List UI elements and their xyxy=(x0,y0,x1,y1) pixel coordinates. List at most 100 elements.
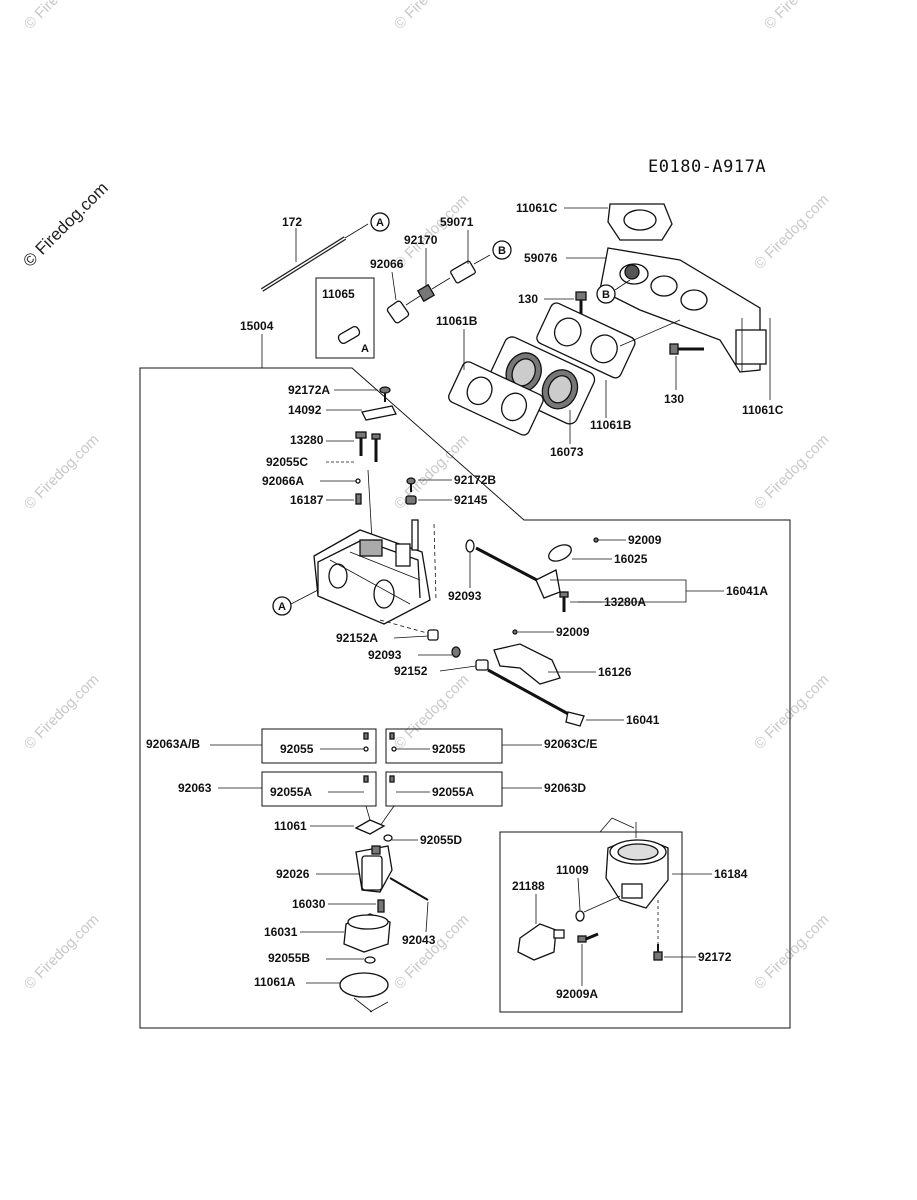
label-172: 172 xyxy=(282,215,302,229)
screw-92172 xyxy=(653,900,663,961)
label-11065: 11065 xyxy=(322,287,355,301)
label-92172a: 92172A xyxy=(288,383,330,397)
ref-marker-a-label: A xyxy=(376,217,384,229)
float-bowl-16184 xyxy=(599,817,669,909)
watermark: © Firedog.com xyxy=(21,0,103,33)
label-13280a: 13280A xyxy=(604,595,646,609)
ref-marker-b-label: B xyxy=(498,245,506,257)
label-92172: 92172 xyxy=(698,950,732,964)
kit-box-11065 xyxy=(315,277,375,359)
ref-marker-a-carb-label: A xyxy=(278,601,286,613)
float-valve-92026 xyxy=(355,845,429,901)
label-92063d: 92063D xyxy=(544,781,586,795)
jet-16030 xyxy=(377,899,385,913)
screw-92172a xyxy=(379,386,391,402)
bushing-92152a xyxy=(427,629,439,641)
label-13280: 13280 xyxy=(290,433,324,447)
label-11061a: 11061A xyxy=(254,975,296,989)
watermark: © Firedog.com xyxy=(751,191,833,273)
label-92055c: 92055C xyxy=(266,455,308,469)
screw-13280a xyxy=(559,591,569,612)
label-16031: 16031 xyxy=(264,925,298,939)
oring-11009 xyxy=(575,910,585,922)
watermark: © Firedog.com xyxy=(751,911,833,993)
label-21188: 21188 xyxy=(512,879,545,893)
label-130-right: 130 xyxy=(664,392,684,406)
label-92055b: 92055B xyxy=(268,951,310,965)
label-15004: 15004 xyxy=(240,319,274,333)
seal-92093-top xyxy=(465,539,475,553)
watermark: © Firedog.com xyxy=(391,911,473,993)
watermark: © Firedog.com xyxy=(761,0,843,33)
watermark: © Firedog.com xyxy=(391,671,473,753)
plate-14092 xyxy=(361,405,397,421)
solenoid-21188 xyxy=(517,923,565,961)
assembly-frame-15004 xyxy=(139,367,791,1029)
watermark: © Firedog.com xyxy=(21,431,103,513)
label-92152a: 92152A xyxy=(336,631,378,645)
label-11061b-left: 11061B xyxy=(436,314,478,328)
label-92063ab: 92063A/B xyxy=(146,737,200,751)
label-11061c-top: 11061C xyxy=(516,201,558,215)
jet-box-92063 xyxy=(261,771,377,807)
label-14092: 14092 xyxy=(288,403,322,417)
label-16030: 16030 xyxy=(292,897,326,911)
label-92170: 92170 xyxy=(404,233,438,247)
label-11061c-right: 11061C xyxy=(742,403,784,417)
label-92063ce: 92063C/E xyxy=(544,737,597,751)
ref-marker-a-carb xyxy=(272,596,292,616)
label-59076: 59076 xyxy=(524,251,558,265)
oring-92055b xyxy=(364,956,376,964)
label-92172b: 92172B xyxy=(454,473,496,487)
watermark: © Firedog.com xyxy=(751,671,833,753)
screw-92172b xyxy=(406,477,416,492)
label-92043: 92043 xyxy=(402,933,436,947)
gasket-11061a xyxy=(339,972,389,998)
watermark: © Firedog.com xyxy=(21,911,103,993)
label-59071: 59071 xyxy=(440,215,474,229)
ref-marker-a xyxy=(370,212,390,232)
label-92066a: 92066A xyxy=(262,474,304,488)
gasket-11061 xyxy=(354,819,386,835)
jet-box-92063ce xyxy=(385,728,503,764)
ref-marker-b-manifold xyxy=(596,284,616,304)
valve-assembly xyxy=(386,254,491,324)
watermark: © Firedog.com xyxy=(751,431,833,513)
box-marker-a: A xyxy=(361,343,369,355)
watermark-main: © Firedog.com xyxy=(19,178,111,270)
label-16041a: 16041A xyxy=(726,584,768,598)
ref-marker-b-manifold-label: B xyxy=(602,289,610,301)
float-16031 xyxy=(343,913,391,953)
label-92055a-box2: 92055A xyxy=(432,785,474,799)
label-92009-b: 92009 xyxy=(556,625,590,639)
label-16073: 16073 xyxy=(550,445,584,459)
label-92055-box1: 92055 xyxy=(280,742,314,756)
bolt-130-right xyxy=(669,343,704,355)
label-16025: 16025 xyxy=(614,552,648,566)
label-92145: 92145 xyxy=(454,493,488,507)
diagram-code: E0180-A917A xyxy=(648,157,766,177)
label-92063: 92063 xyxy=(178,781,212,795)
screw-92009a xyxy=(577,932,599,943)
bushing-92152 xyxy=(475,659,489,671)
label-92152: 92152 xyxy=(394,664,428,678)
label-16184: 16184 xyxy=(714,867,748,881)
label-16041: 16041 xyxy=(626,713,660,727)
rod-172 xyxy=(260,223,369,292)
seal-92093-bottom xyxy=(451,646,461,658)
label-11009: 11009 xyxy=(556,863,589,877)
label-16187: 16187 xyxy=(290,493,324,507)
plate-16126 xyxy=(493,643,561,685)
watermark: © Firedog.com xyxy=(21,671,103,753)
gasket-11061b-left xyxy=(448,361,544,436)
bowl-assembly-box xyxy=(499,831,683,1013)
ref-marker-b xyxy=(492,240,512,260)
label-130-left: 130 xyxy=(518,292,538,306)
jet-box-92063d xyxy=(385,771,503,807)
label-92009a: 92009A xyxy=(556,987,598,1001)
label-92026: 92026 xyxy=(276,867,310,881)
label-11061: 11061 xyxy=(274,819,307,833)
label-92093-b: 92093 xyxy=(368,648,402,662)
watermark: © Firedog.com xyxy=(391,0,473,33)
jet-box-92063ab xyxy=(261,728,377,764)
